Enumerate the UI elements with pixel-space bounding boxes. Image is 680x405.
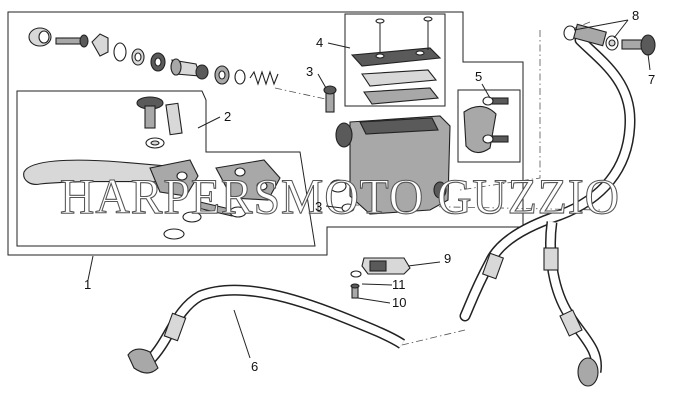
watermark-text: HARPERSMOTO GUZZIO [60,168,620,224]
callout-1: 1 [84,277,91,292]
callout-9: 9 [444,251,451,266]
callout-2: 2 [224,109,231,124]
bushing-part [165,102,183,136]
callout-8: 8 [632,8,639,23]
seal-part [150,52,166,72]
washer-part [131,48,145,66]
master-cylinder-body-part [329,115,451,215]
knob-part [136,96,164,129]
circlip-part [113,42,127,62]
callout-6: 6 [251,359,258,374]
switch-screw-part [350,283,360,299]
callout-11: 11 [392,277,406,292]
leader-lines [87,19,651,359]
clip-parts [163,211,202,240]
lever-group [23,96,281,240]
callout-7: 7 [648,72,655,87]
sealing-washer-parts [563,25,619,51]
brake-lever-part [23,159,197,185]
banjo-bolt-part [621,34,656,56]
ring-part [234,69,246,85]
reservoir-cap-group [350,16,442,105]
brake-hose-part [459,23,636,387]
adjuster-part [215,159,281,201]
pivot-bolt-part [197,201,247,218]
bleed-screw-part [323,85,337,113]
piston-kit-parts [28,27,279,86]
clamp-group [463,96,509,154]
callout-5: 5 [475,69,482,84]
callout-10: 10 [392,295,406,310]
brake-switch-part [361,257,411,275]
cup-seal-part [214,65,230,85]
spring-part [249,70,279,86]
callout-3-top: 3 [306,64,313,79]
piston-part [170,58,209,80]
pivot-washer-part [145,137,165,149]
boot-part [91,33,109,57]
callout-4: 4 [316,35,323,50]
lever-bracket-part [149,159,199,197]
switch-washer-part [350,270,362,278]
callout-labels: 1 2 3 3 4 5 6 7 8 9 11 10 [84,8,655,374]
push-rod-part [55,34,89,48]
line-part-6 [127,284,406,374]
callout-3-bottom: 3 [315,199,322,214]
dust-cap-part [28,27,52,47]
